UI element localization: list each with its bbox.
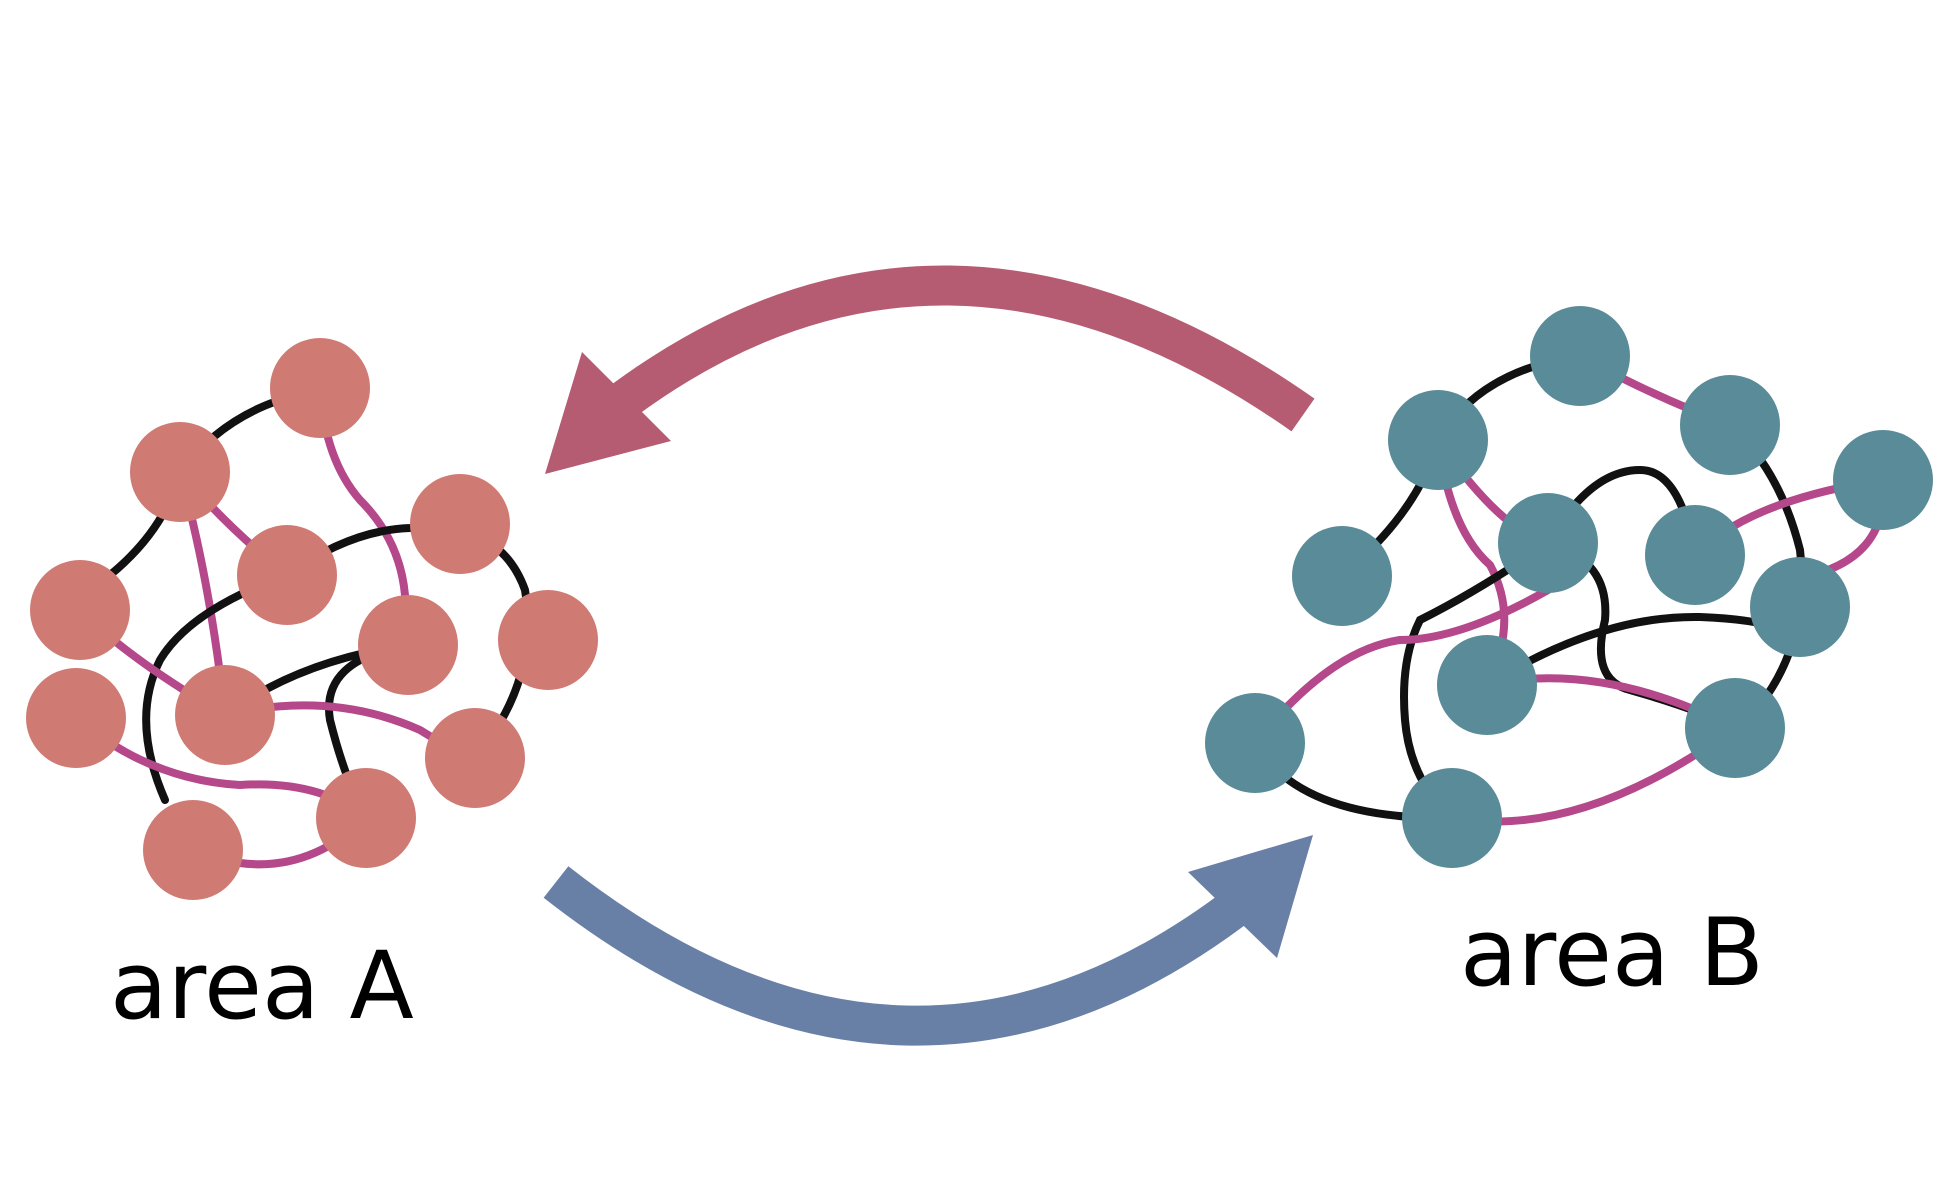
node-b (1685, 678, 1785, 778)
node-a (26, 668, 126, 768)
node-b (1205, 693, 1305, 793)
node-b (1437, 635, 1537, 735)
area-a-label: area A (110, 932, 414, 1041)
node-a (237, 525, 337, 625)
area-b-label: area B (1460, 899, 1764, 1008)
arrow-b-to-a-head (545, 352, 671, 474)
link (1400, 539, 1552, 822)
link (1251, 586, 1552, 747)
node-b (1833, 430, 1933, 530)
node-b (1498, 493, 1598, 593)
node-b (1292, 526, 1392, 626)
node-b (1530, 306, 1630, 406)
node-a (358, 595, 458, 695)
node-a (316, 768, 416, 868)
arrow-a-to-b (543, 835, 1313, 1046)
node-b (1645, 505, 1745, 605)
node-b (1750, 557, 1850, 657)
arrow-a-to-b-head (1188, 835, 1313, 958)
arrow-b-to-a-shaft (602, 265, 1315, 432)
node-a (130, 422, 230, 522)
arrow-b-to-a (545, 265, 1315, 474)
node-a (498, 590, 598, 690)
node-a (175, 665, 275, 765)
network-a-nodes (26, 338, 598, 900)
network-b-nodes (1205, 306, 1933, 868)
link (142, 571, 291, 804)
node-b (1388, 390, 1488, 490)
node-b (1402, 768, 1502, 868)
node-a (425, 708, 525, 808)
arrow-a-to-b-shaft (543, 866, 1258, 1046)
node-a (143, 800, 243, 900)
node-b (1680, 375, 1780, 475)
node-a (410, 474, 510, 574)
node-a (30, 560, 130, 660)
node-a (270, 338, 370, 438)
